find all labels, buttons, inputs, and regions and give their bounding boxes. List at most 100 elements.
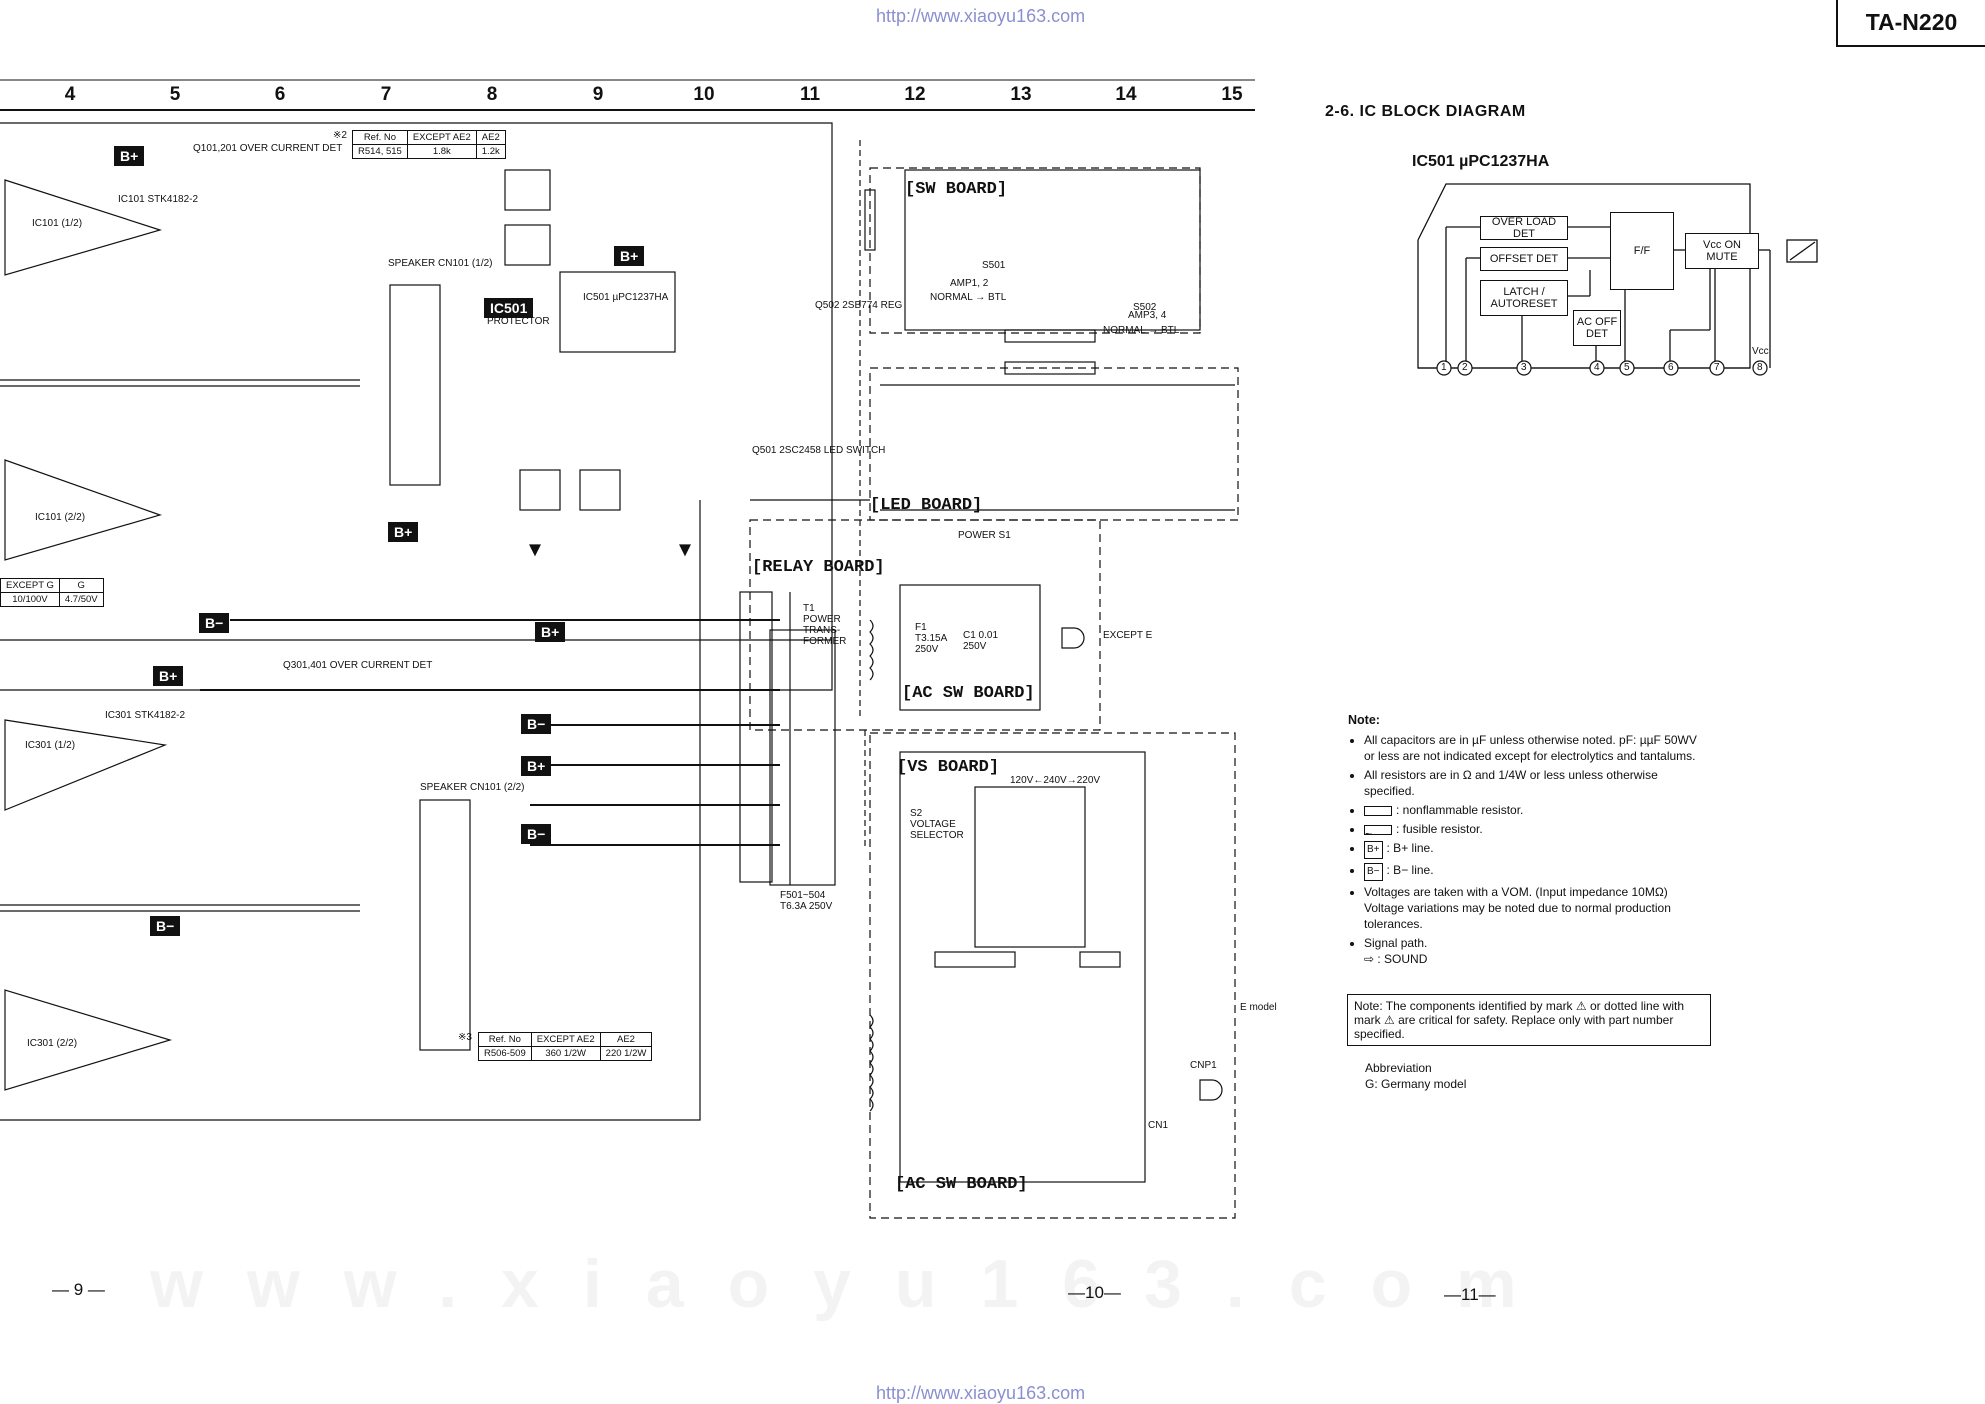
- note-item: B−: B− line.: [1364, 862, 1708, 881]
- amp34-label: AMP3, 4: [1128, 310, 1167, 321]
- abbreviation-text: G: Germany model: [1365, 1077, 1467, 1091]
- pin-label: 6: [1668, 362, 1674, 373]
- section-title: 2-6. IC BLOCK DIAGRAM: [1325, 103, 1526, 120]
- ic101-label: IC101 (2/2): [35, 512, 86, 523]
- grid-number: 15: [1221, 84, 1243, 105]
- q501-label: Q501 2SC2458 LED SWITCH: [752, 445, 886, 456]
- model-title: TA-N220: [1836, 0, 1985, 47]
- pin-label: 3: [1521, 362, 1527, 373]
- fusible-resistor-icon: ~: [1364, 824, 1392, 841]
- normal-btl-label: NORMAL → BTL: [930, 292, 1007, 303]
- top-url[interactable]: http://www.xiaoyu163.com: [876, 6, 1086, 26]
- ic301-label: IC301 (2/2): [27, 1038, 78, 1049]
- bminus-tag: B−: [150, 916, 181, 936]
- page-number: — 9 —: [52, 1280, 105, 1299]
- table-header: EXCEPT AE2: [530, 1032, 601, 1047]
- notes-section: Note: All capacitors are in µF unless ot…: [1348, 712, 1708, 970]
- cnp1-label: CNP1: [1190, 1060, 1217, 1071]
- table-cell: R506-509: [478, 1046, 532, 1061]
- bplus-tag: B+: [521, 756, 552, 776]
- fuse-range-label: F501~504 T6.3A 250V: [780, 890, 833, 912]
- ref-table-2: Ref. No EXCEPT AE2 AE2 R506-509 360 1/2W…: [478, 1032, 653, 1061]
- table-header: Ref. No: [352, 130, 408, 145]
- grid-number: 14: [1115, 84, 1137, 105]
- vs-board-label: [VS BOARD]: [897, 758, 1000, 777]
- ic301-label: IC301 (1/2): [25, 740, 76, 751]
- grid-number: 9: [592, 84, 604, 105]
- grid-number: 6: [274, 84, 286, 105]
- ref-table-1: Ref. No EXCEPT AE2 AE2 R514, 515 1.8k 1.…: [352, 130, 506, 159]
- vcc-on-block: Vcc ON MUTE: [1685, 233, 1759, 269]
- table-cell: 4.7/50V: [58, 592, 104, 607]
- note-item: Signal path.⇨ : SOUND: [1364, 935, 1708, 967]
- grid-number: 5: [169, 84, 181, 105]
- grid-number: 11: [799, 84, 821, 105]
- pin-label: 1: [1441, 362, 1447, 373]
- nonflammable-resistor-icon: [1364, 805, 1392, 816]
- page-number: —11—: [1444, 1285, 1496, 1304]
- bminus-line-icon: B−: [1364, 863, 1383, 881]
- ic301-part: IC301 STK4182-2: [105, 710, 186, 721]
- ref-mark: ※2: [333, 130, 347, 141]
- notes-title: Note:: [1348, 713, 1380, 727]
- bminus-tag: B−: [521, 714, 552, 734]
- table-cell: 1.8k: [406, 144, 477, 159]
- ic501-tag: IC501: [484, 298, 534, 318]
- table-cell: 10/100V: [0, 592, 60, 607]
- ac-sw-board-label-2: [AC SW BOARD]: [895, 1175, 1028, 1194]
- over-load-block: OVER LOAD DET: [1480, 216, 1568, 240]
- table-header: AE2: [475, 130, 506, 145]
- bminus-tag: B−: [521, 824, 552, 844]
- e-model-label: E model: [1240, 1002, 1277, 1013]
- bplus-tag: B+: [388, 522, 419, 542]
- bplus-tag: B+: [153, 666, 184, 686]
- q301-label: Q301,401 OVER CURRENT DET: [283, 660, 433, 671]
- note-item: B+: B+ line.: [1364, 840, 1708, 859]
- bminus-tag: B−: [199, 613, 230, 633]
- watermark: www.xiaoyu163.com: [150, 1246, 1561, 1322]
- q101-label: Q101,201 OVER CURRENT DET: [193, 143, 343, 154]
- pin-label: 2: [1462, 362, 1468, 373]
- abbreviation-title: Abbreviation: [1365, 1061, 1432, 1075]
- pin-label: 4: [1594, 362, 1600, 373]
- grid-number: 7: [380, 84, 392, 105]
- grid-number: 8: [486, 84, 498, 105]
- speaker-label: SPEAKER CN101 (1/2): [388, 258, 493, 269]
- ic101-label: IC101 (1/2): [32, 218, 83, 229]
- grid-number: 4: [64, 84, 76, 105]
- bplus-tag: B+: [114, 146, 145, 166]
- ff-block: F/F: [1610, 212, 1674, 290]
- note-item: ~: fusible resistor.: [1364, 821, 1708, 841]
- note-item: Voltages are taken with a VOM. (Input im…: [1364, 884, 1708, 932]
- table-header: AE2: [599, 1032, 653, 1047]
- led-board-label: [LED BOARD]: [870, 496, 983, 515]
- normal-btl-label: NORMAL → BTL: [1103, 325, 1180, 336]
- transformer-label: T1 POWER TRANS-FORMER: [803, 603, 847, 647]
- bplus-tag: B+: [614, 246, 645, 266]
- amp12-label: AMP1, 2: [950, 278, 989, 289]
- relay-board-label: [RELAY BOARD]: [752, 558, 885, 577]
- sound-signal-note: ⇨ : SOUND: [1364, 952, 1428, 966]
- sw-board-label: [SW BOARD]: [905, 180, 1008, 199]
- ic501-desc: PROTECTOR: [487, 316, 550, 327]
- page-number: —10—: [1068, 1283, 1121, 1302]
- s501-label: S501: [982, 260, 1006, 271]
- table-cell: R514, 515: [352, 144, 408, 159]
- ac-off-block: AC OFF DET: [1573, 310, 1621, 346]
- speaker-label: SPEAKER CN101 (2/2): [420, 782, 525, 793]
- c1-label: C1 0.01 250V: [963, 630, 999, 652]
- bottom-url[interactable]: http://www.xiaoyu163.com: [876, 1383, 1086, 1403]
- table-cell: G: [58, 578, 104, 593]
- q502-label: Q502 2SB774 REG: [815, 300, 903, 311]
- grid-number: 10: [693, 84, 715, 105]
- vcc-label: Vcc: [1752, 346, 1769, 357]
- table-cell: 1.2k: [475, 144, 506, 159]
- ic501-part: IC501 µPC1237HA: [583, 292, 669, 303]
- table-cell: EXCEPT G: [0, 578, 60, 593]
- ic101-part: IC101 STK4182-2: [118, 194, 199, 205]
- note-item: All resistors are in Ω and 1/4W or less …: [1364, 767, 1708, 799]
- bplus-line-icon: B+: [1364, 841, 1383, 859]
- ac-sw-board-label: [AC SW BOARD]: [902, 684, 1035, 703]
- pin-label: 7: [1714, 362, 1720, 373]
